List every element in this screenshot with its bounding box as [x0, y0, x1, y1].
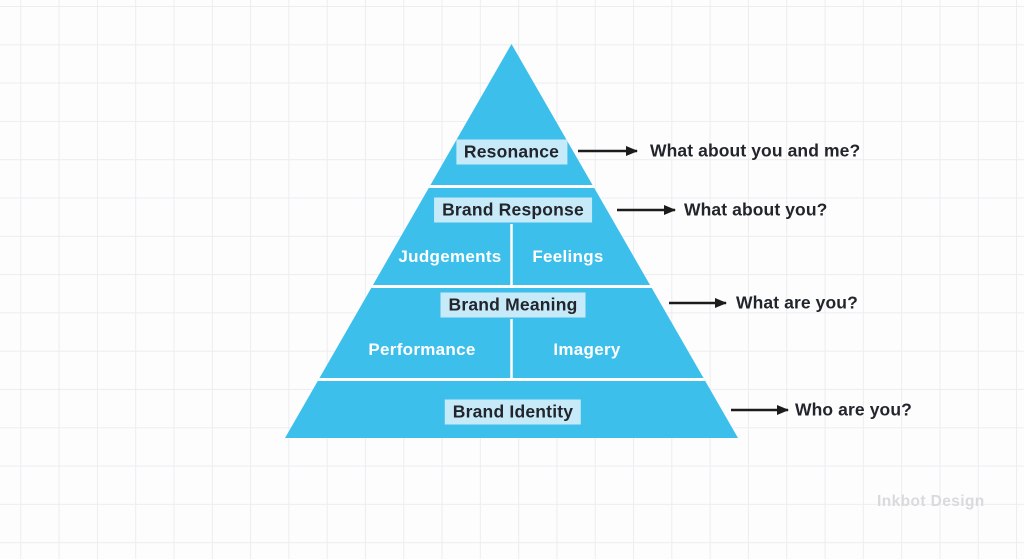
watermark-inkbot-design: Inkbot Design — [877, 493, 985, 510]
question-brand-response: What about you? — [684, 199, 828, 219]
sub-label-imagery: Imagery — [553, 340, 621, 359]
sub-label-performance: Performance — [368, 340, 476, 359]
level-title-brand-meaning: Brand Meaning — [440, 292, 586, 317]
level-title-resonance: Resonance — [455, 139, 568, 164]
sub-label-judgements: Judgements — [398, 247, 502, 266]
question-resonance: What about you and me? — [650, 140, 861, 161]
level-title-brand-response: Brand Response — [434, 197, 592, 223]
sub-label-feelings: Feelings — [532, 247, 604, 266]
level-title-brand-identity: Brand Identity — [444, 399, 582, 425]
question-brand-meaning: What are you? — [736, 292, 858, 313]
question-brand-identity: Who are you? — [795, 399, 912, 420]
